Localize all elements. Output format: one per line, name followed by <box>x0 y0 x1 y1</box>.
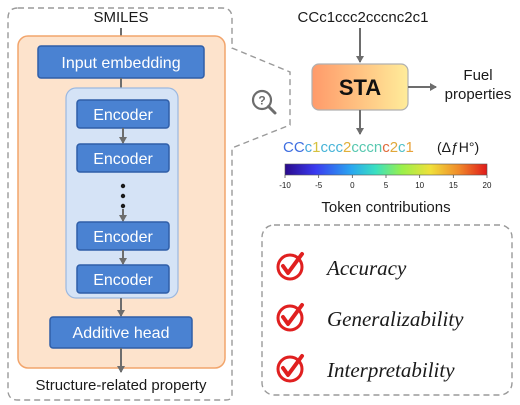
input-embedding-label: Input embedding <box>61 55 180 72</box>
token-colorbar <box>284 163 488 176</box>
colorbar-tick-label: 10 <box>415 181 424 190</box>
fuel-properties-line1: Fuel <box>463 67 492 84</box>
colorbar-tick-label: 15 <box>449 181 458 190</box>
smiles-token: 2 <box>343 139 351 156</box>
feature-interpretability: Interpretability <box>326 358 455 382</box>
magnifier-question-icon: ? <box>251 89 277 115</box>
ellipsis-dots <box>120 183 126 209</box>
smiles-input-label: SMILES <box>93 9 148 26</box>
model-dashed-outline <box>7 7 291 401</box>
check-circle-icon <box>276 252 304 281</box>
sta-label: STA <box>339 75 381 100</box>
additive-head-label: Additive head <box>73 325 170 342</box>
smiles-token: c <box>398 139 406 156</box>
smiles-token: CC <box>283 139 305 156</box>
smiles-token: 1 <box>312 139 320 156</box>
feature-item: Accuracy <box>276 252 407 281</box>
encoder-label: Encoder <box>93 229 153 246</box>
smiles-token: c <box>382 139 390 156</box>
colorbar-tick-label: -10 <box>279 181 291 190</box>
encoder-label: Encoder <box>93 272 153 289</box>
encoder-label: Encoder <box>93 107 153 124</box>
smiles-token: 1 <box>406 139 414 156</box>
colorbar-tick-label: 0 <box>350 181 355 190</box>
feature-generalizability: Generalizability <box>327 307 464 331</box>
feature-accuracy: Accuracy <box>325 256 407 280</box>
property-symbol: (ΔƒH°) <box>437 139 479 155</box>
encoder-block <box>76 264 170 294</box>
token-contribution-smiles: CCc1ccc2cccnc2c1 <box>283 139 414 156</box>
feature-item: Generalizability <box>276 303 464 332</box>
feature-item: Interpretability <box>276 354 455 383</box>
smiles-token: c <box>305 139 313 156</box>
colorbar-tick-label: 5 <box>384 181 389 190</box>
encoder-block <box>76 143 170 173</box>
sta-input-smiles: CCc1ccc2cccnc2c1 <box>298 9 429 26</box>
smiles-token: cccn <box>351 139 382 156</box>
colorbar-tick-label: -5 <box>315 181 323 190</box>
check-circle-icon <box>276 354 304 383</box>
encoder-label: Encoder <box>93 151 153 168</box>
colorbar-label: Token contributions <box>321 199 450 216</box>
smiles-token: ccc <box>321 139 344 156</box>
features-panel <box>261 224 513 396</box>
output-property-label: Structure-related property <box>36 377 207 394</box>
fuel-properties-line2: properties <box>445 86 512 103</box>
smiles-token: 2 <box>390 139 398 156</box>
svg-text:?: ? <box>258 94 265 108</box>
colorbar-ticks: -10 -5 0 5 10 15 20 <box>279 175 492 190</box>
colorbar-tick-label: 20 <box>483 181 492 190</box>
check-circle-icon <box>276 303 304 332</box>
